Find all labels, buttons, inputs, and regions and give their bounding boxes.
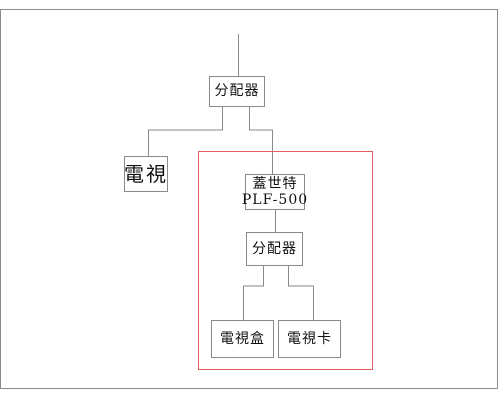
tv-card-node: 電視卡 xyxy=(278,320,341,358)
tv-label: 電視 xyxy=(124,161,168,186)
splitter-top-label: 分配器 xyxy=(214,83,260,100)
tv-box-label: 電視盒 xyxy=(220,330,265,347)
line-splitter-to-tvcard xyxy=(288,266,314,320)
plc-node: 蓋世特 PLF-500 xyxy=(241,174,309,210)
splitter-inner-node: 分配器 xyxy=(246,232,303,266)
tv-card-label: 電視卡 xyxy=(287,330,332,347)
plc-label-line2: PLF-500 xyxy=(241,192,309,208)
line-splitter-to-tvbox xyxy=(243,266,264,320)
tv-node: 電視 xyxy=(124,156,168,192)
tv-box-node: 電視盒 xyxy=(211,320,274,358)
splitter-top-node: 分配器 xyxy=(209,76,265,107)
plc-group-outline xyxy=(198,151,373,370)
line-splitter-to-tv xyxy=(148,107,223,156)
plc-label-line1: 蓋世特 xyxy=(252,175,298,192)
line-splitter-to-plc xyxy=(249,107,273,174)
splitter-inner-label: 分配器 xyxy=(252,240,297,257)
